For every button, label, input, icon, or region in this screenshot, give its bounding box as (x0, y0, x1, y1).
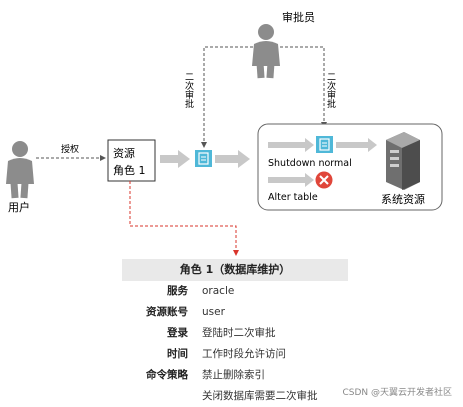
approver-right-link (280, 46, 327, 128)
row-key: 登录 (167, 327, 188, 339)
approver-label: 审批员 (282, 10, 315, 24)
row-value: 禁止删除索引 (202, 369, 265, 381)
shutdown-in-arrow (268, 138, 314, 152)
approver-person-icon (252, 24, 280, 79)
row-value: oracle (202, 285, 235, 297)
resource-role-line2: 角色 1 (113, 163, 146, 177)
table-row: 命令策略 禁止删除索引 (122, 365, 348, 386)
resource-role-box (107, 139, 156, 182)
user-label: 用户 (8, 200, 30, 214)
row-key: 服务 (167, 285, 188, 297)
shutdown-label: Shutdown normal (268, 158, 352, 169)
alter-in-arrow (268, 173, 314, 187)
row-key: 命令策略 (146, 369, 188, 381)
role-detail-table: 角色 1（数据库维护） 服务 oracle 资源账号 user 登录 登陆时二次… (122, 259, 348, 407)
deny-x-icon (315, 171, 333, 189)
row-value: 关闭数据库需要二次审批 (202, 390, 318, 402)
table-row: 登录 登陆时二次审批 (122, 323, 348, 344)
table-row: 资源账号 user (122, 302, 348, 323)
row-value: 登陆时二次审批 (202, 327, 276, 339)
role-to-approval-arrow (160, 150, 190, 168)
row-value: user (202, 306, 225, 318)
row-value: 工作时段允许访问 (202, 348, 286, 360)
approval-doc-icon (195, 150, 212, 167)
row-key: 时间 (167, 348, 188, 360)
system-resource-label: 系统资源 (381, 192, 425, 206)
second-review-left-label: 二次审批 (183, 72, 194, 109)
role-detail-link (129, 181, 239, 256)
table-row: 关闭数据库需要二次审批 (122, 386, 348, 407)
approval-to-system-arrow (215, 150, 250, 168)
table-row: 服务 oracle (122, 281, 348, 302)
approver-left-link (201, 46, 253, 148)
watermark: CSDN @天翼云开发者社区 (339, 384, 455, 399)
row-key: 资源账号 (146, 306, 188, 318)
shutdown-out-arrow (336, 138, 377, 152)
resource-role-line1: 资源 (113, 146, 135, 160)
alter-label: Alter table (268, 192, 318, 203)
user-person-icon (6, 141, 34, 199)
approval-doc-icon (316, 136, 333, 153)
second-review-right-label: 二次审批 (325, 72, 336, 109)
table-title: 角色 1（数据库维护） (122, 259, 348, 281)
table-row: 时间 工作时段允许访问 (122, 344, 348, 365)
row-key (122, 386, 202, 407)
grant-label: 授权 (61, 143, 79, 155)
server-icon (386, 132, 420, 190)
